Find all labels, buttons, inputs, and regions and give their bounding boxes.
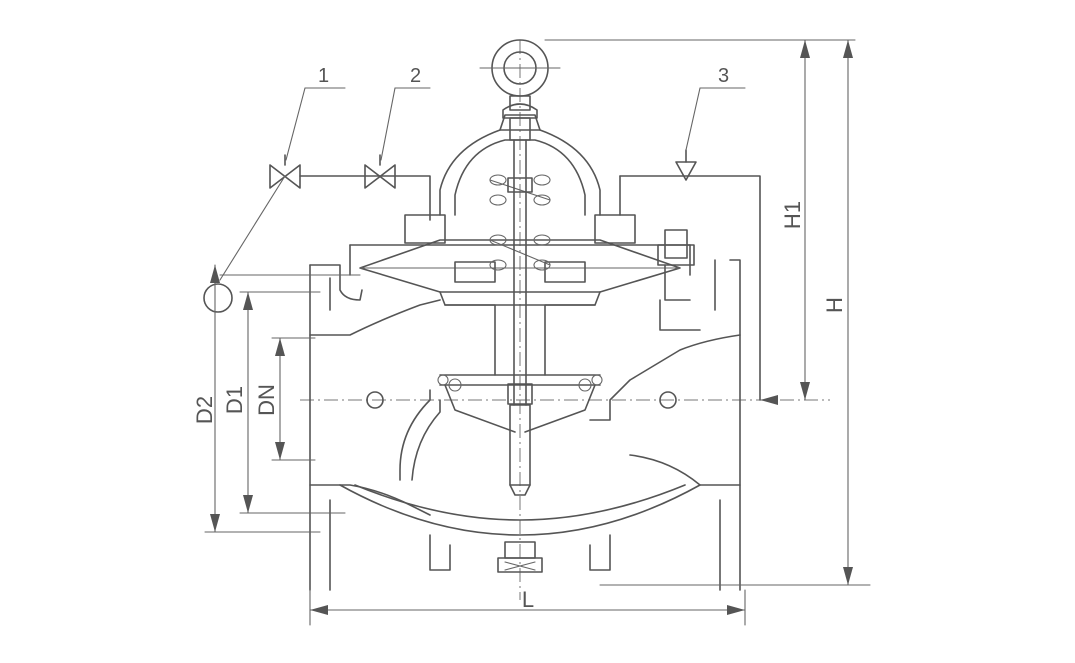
dim-d1-label: D1 [222,386,247,414]
compression-spring [489,174,551,271]
dim-h-label: H [822,297,847,313]
dim-h1-label: H1 [780,201,805,229]
dim-l-label: L [522,587,534,612]
callout-1-label: 1 [318,65,329,87]
lifting-eye-bolt [479,39,561,141]
callout-3-label: 3 [718,65,729,87]
dimension-lines [204,39,871,626]
inner-guide-structure [437,304,603,433]
dim-d2-label: D2 [192,396,217,424]
pilot-fitting [657,229,701,331]
valve-main-body [309,259,741,591]
callout-2-label: 2 [410,65,421,87]
flow-indicator-3 [675,149,697,181]
needle-valve-1 [219,154,301,281]
dim-dn-label: DN [254,384,279,416]
inlet-gauge [203,283,233,313]
diaphragm-assembly [359,239,681,306]
bonnet-cover [349,114,691,276]
valve-stem [507,139,533,496]
control-piping [219,175,761,401]
callout-labels: 1 2 3 [318,65,729,87]
bolt-holes [366,391,677,409]
center-lines [300,40,830,600]
leader-lines [285,87,746,161]
needle-valve-2 [364,154,396,189]
dimension-labels: D2 D1 DN H1 H L [192,201,847,612]
